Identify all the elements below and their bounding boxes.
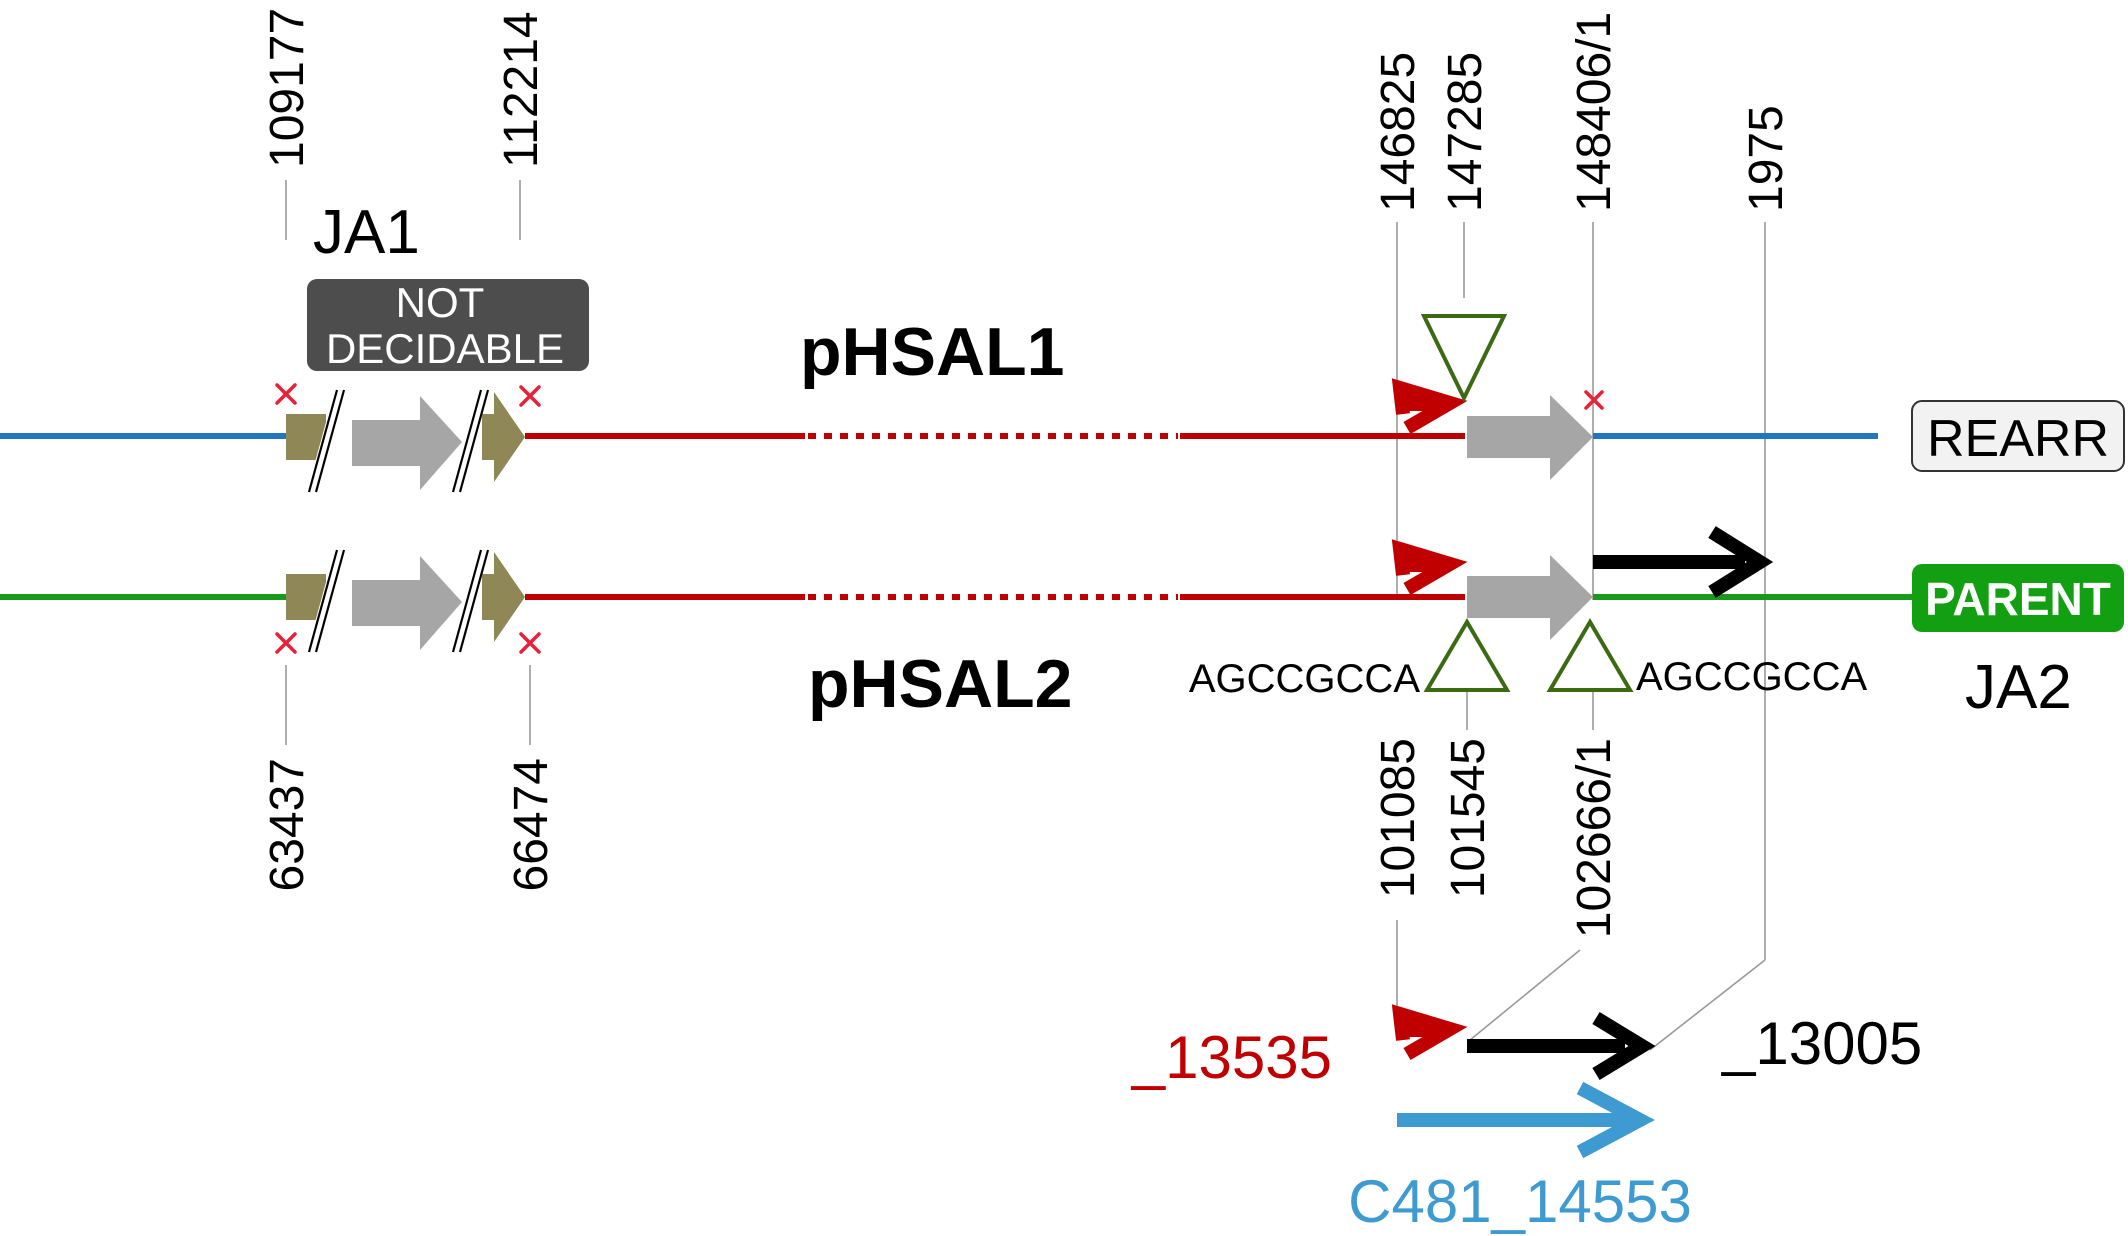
contig-label-blue: C481_14553	[1348, 1168, 1692, 1235]
black-arrow-top	[1593, 526, 1774, 598]
coord-66474: 66474	[505, 758, 558, 891]
not-decidable-line2: DECIDABLE	[326, 325, 564, 372]
insertion-triangle-left	[1423, 618, 1511, 692]
coord-112214: 112214	[495, 11, 548, 168]
insertion-triangle-right	[1546, 618, 1634, 692]
contig-label-red: _13535	[1131, 1024, 1332, 1091]
coord-148406: 148406/1	[1568, 12, 1621, 212]
tick-102666-lower	[1469, 949, 1581, 1041]
top-coordinates: 109177 112214 146825 147285 148406/1 197…	[261, 8, 1793, 212]
parent-badge	[1912, 564, 2124, 632]
parent-label: PARENT	[1925, 573, 2111, 625]
not-decidable-line1: NOT	[396, 279, 485, 326]
coordinate-ticks	[285, 180, 1766, 1051]
strain-ja1: JA1	[313, 198, 420, 267]
gray-gene-arrow-right	[1467, 395, 1593, 480]
rearr-label: REARR	[1927, 410, 2109, 468]
tick-1975-diag	[1649, 959, 1766, 1051]
strain-ja2: JA2	[1965, 653, 2072, 722]
contig-label-black: _13005	[1721, 1010, 1922, 1077]
bottom-coordinates: 63437 66474 101085 101545 102666/1	[261, 738, 1621, 938]
contig-blue-arrow	[1397, 1081, 1655, 1159]
breakpoint-x-marks-top	[275, 383, 1604, 410]
break-mark	[307, 388, 490, 494]
coord-63437: 63437	[261, 758, 314, 891]
contig-arrows	[1391, 1004, 1656, 1159]
gray-gene-arrow-right-bottom	[1467, 555, 1593, 640]
breakpoint-x-marks-bottom	[275, 632, 541, 654]
olive-gene-arrow-bottom	[482, 552, 525, 642]
gray-gene-arrow	[352, 396, 462, 490]
gray-gene-arrow-bottom	[352, 556, 462, 650]
sequence-left: AGCCGCCA	[1189, 657, 1420, 701]
coord-1975: 1975	[1740, 105, 1793, 212]
parent-track: PARENT	[0, 526, 2124, 692]
rearr-badge	[1911, 400, 2125, 472]
coord-147285: 147285	[1439, 52, 1492, 212]
insertion-triangle-top	[1422, 314, 1506, 400]
coord-101545: 101545	[1442, 738, 1495, 898]
break-mark-bottom	[307, 548, 490, 654]
rearr-track: REARR	[0, 314, 2125, 494]
plasmid-phsal1: pHSAL1	[800, 314, 1064, 390]
sequence-right: AGCCGCCA	[1636, 655, 1867, 699]
not-decidable-badge: NOT DECIDABLE	[307, 279, 589, 372]
coord-109177: 109177	[261, 8, 314, 168]
coord-101085: 101085	[1372, 738, 1425, 898]
coord-146825: 146825	[1372, 52, 1425, 212]
contig-black-arrow	[1467, 1012, 1656, 1080]
coord-102666: 102666/1	[1568, 738, 1621, 938]
plasmid-phsal2: pHSAL2	[808, 646, 1072, 722]
olive-gene-arrow	[482, 392, 525, 482]
